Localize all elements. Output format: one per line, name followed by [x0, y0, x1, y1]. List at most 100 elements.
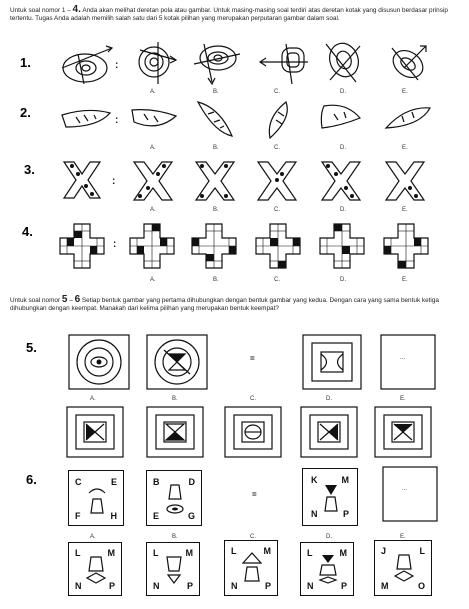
q4-option-a-figure[interactable]	[128, 222, 176, 270]
q6-optD-letter-bl: N	[307, 581, 314, 591]
q3-option-e-label: E.	[402, 207, 408, 213]
q6-option-d-figure[interactable]: L M N P	[300, 542, 354, 596]
question-3-number: 3.	[24, 162, 35, 177]
q6-fig3-letter-bl: N	[311, 509, 318, 519]
q5-option-a-label: A.	[90, 396, 96, 402]
q1-option-d-figure[interactable]	[320, 40, 372, 86]
q3-option-d-label: D.	[340, 207, 346, 213]
q5-option-d-figure[interactable]	[300, 406, 358, 458]
q2-option-a-figure[interactable]	[128, 104, 180, 136]
q4-option-d-label: D.	[340, 277, 346, 283]
q6-fig2-letter-br: G	[187, 511, 195, 521]
q6-optD-letter-tr: M	[339, 548, 348, 558]
q5-option-e-figure[interactable]	[374, 406, 432, 458]
q5-answer-box	[380, 334, 436, 390]
q5-option-c-figure[interactable]	[224, 406, 282, 458]
q6-equals-sign: =	[252, 490, 257, 499]
q4-option-b-label: B.	[213, 277, 219, 283]
q6-optD-letter-br: P	[340, 581, 347, 591]
q2-option-c-figure[interactable]	[256, 98, 300, 142]
q1-option-c-label: C.	[274, 89, 280, 95]
q4-option-d-figure[interactable]	[318, 222, 366, 270]
q3-option-a-figure[interactable]	[130, 158, 176, 204]
q3-option-d-figure[interactable]	[318, 158, 364, 204]
q2-option-d-label: D.	[340, 145, 346, 151]
q2-colon: :	[115, 115, 119, 126]
q6-optB-letter-br: P	[186, 581, 193, 591]
q2-option-e-label: E.	[402, 145, 408, 151]
q6-option-e-label: E.	[400, 534, 406, 540]
question-range-end: 4.	[72, 4, 81, 15]
q4-option-a-label: A.	[150, 277, 156, 283]
q6-option-a-label: A.	[90, 534, 96, 540]
q3-option-b-figure[interactable]	[192, 158, 238, 204]
q6-fig2-letter-tr: D	[188, 477, 196, 487]
q1-option-e-label: E.	[402, 89, 408, 95]
instructions-1: Untuk soal nomor 1 – 4. Anda akan meliha…	[10, 4, 448, 23]
q6-figure-2: B D E G	[146, 470, 202, 526]
q6-option-c-figure[interactable]: L M N P	[224, 540, 278, 596]
q2-option-b-figure[interactable]	[190, 98, 240, 142]
q2-question-figure	[61, 109, 112, 128]
q6-option-e-figure[interactable]: J L M O	[374, 540, 432, 596]
q6-fig3-letter-tr: M	[341, 475, 350, 485]
q6-option-a-figure[interactable]: L M N P	[68, 542, 122, 596]
q1-option-b-figure[interactable]	[190, 40, 244, 86]
q1-option-a-figure[interactable]	[130, 40, 182, 86]
q3-option-c-label: C.	[274, 207, 280, 213]
q6-optA-letter-bl: N	[75, 581, 82, 591]
q4-option-e-label: E.	[402, 277, 408, 283]
q1-colon: :	[115, 60, 119, 71]
q6-answer-box	[382, 466, 438, 522]
q3-colon: :	[112, 176, 116, 187]
q1-option-d-label: D.	[340, 89, 346, 95]
q5-option-c-label: C.	[250, 396, 256, 402]
q6-optD-letter-tl: L	[307, 548, 313, 558]
q4-question-figure	[59, 223, 105, 269]
q6-optE-letter-tl: J	[381, 546, 387, 556]
q6-fig1-letter-tl: C	[75, 477, 82, 487]
q5-option-b-figure[interactable]	[146, 406, 204, 458]
q6-optC-letter-br: P	[264, 581, 271, 591]
q4-option-b-figure[interactable]	[190, 222, 238, 270]
q2-option-e-figure[interactable]	[380, 104, 434, 136]
q6-optA-letter-tr: M	[107, 548, 116, 558]
q5-option-b-label: B.	[172, 396, 178, 402]
q4-colon: :	[113, 239, 117, 250]
question-2-number: 2.	[20, 105, 31, 120]
q6-fig1-letter-br: H	[110, 511, 118, 521]
q6-fig3-letter-br: P	[342, 509, 349, 519]
q6-optE-letter-tr: L	[419, 546, 426, 556]
q6-optE-letter-bl: M	[381, 581, 389, 591]
q4-option-c-figure[interactable]	[254, 222, 302, 270]
question-1-number: 1.	[20, 55, 31, 70]
q2-option-b-label: B.	[213, 145, 219, 151]
q6-option-b-figure[interactable]: L M N P	[146, 542, 200, 596]
q3-option-a-label: A.	[150, 207, 156, 213]
q3-option-e-figure[interactable]	[382, 158, 428, 204]
q5-figure-1	[68, 334, 130, 390]
q3-option-c-figure[interactable]	[254, 158, 300, 204]
q6-fig1-letter-bl: F	[75, 511, 81, 521]
q5-figure-3	[302, 334, 362, 390]
q6-optC-letter-tr: M	[263, 546, 272, 556]
q5-option-d-label: D.	[326, 396, 332, 402]
q1-option-e-figure[interactable]	[382, 40, 436, 86]
q3-option-b-label: B.	[213, 207, 219, 213]
q4-option-e-figure[interactable]	[382, 222, 430, 270]
q6-optA-letter-tl: L	[75, 548, 81, 558]
q2-option-d-figure[interactable]	[316, 100, 366, 140]
q1-option-b-label: B.	[213, 89, 219, 95]
q6-optB-letter-tr: M	[185, 548, 194, 558]
q5-option-a-figure[interactable]	[66, 406, 124, 458]
q6-option-d-label: D.	[326, 534, 332, 540]
q6-figure-1: C E F H	[68, 470, 124, 526]
question-6-number: 6.	[26, 472, 37, 487]
q6-fig2-letter-tl: B	[153, 477, 160, 487]
question-4-number: 4.	[22, 224, 33, 239]
q6-fig2-letter-bl: E	[153, 511, 160, 521]
q5-option-e-label: E.	[400, 396, 406, 402]
q1-option-c-figure[interactable]	[256, 40, 312, 86]
q2-option-c-label: C.	[274, 145, 280, 151]
